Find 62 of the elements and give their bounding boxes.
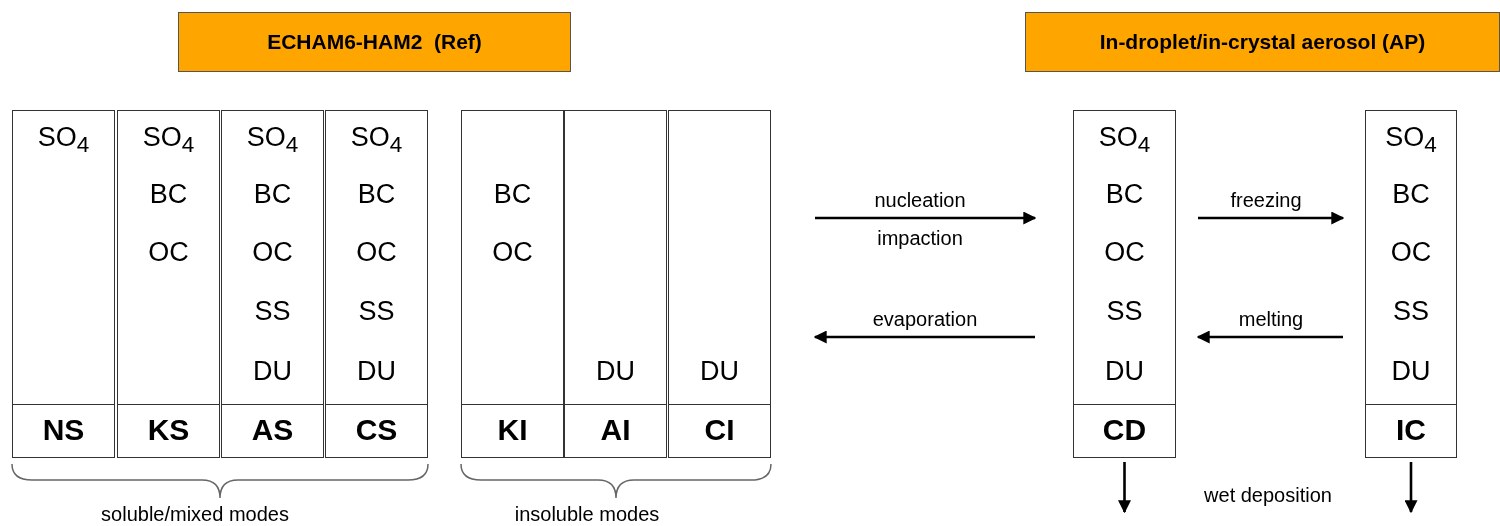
species-label: SS: [1106, 295, 1143, 327]
species-label: SO$_{4}$: [1098, 121, 1151, 160]
species-label: SO$_{4}$: [246, 121, 299, 160]
species-label: OC: [252, 236, 293, 268]
mode-column: [461, 110, 564, 458]
species-label: OC: [1390, 236, 1432, 268]
edge-label: nucleation: [874, 189, 966, 212]
species-label: OC: [356, 236, 397, 268]
species-label: BC: [253, 178, 292, 210]
group-label: soluble/mixed modes: [101, 503, 289, 526]
annotation-label: wet deposition: [1204, 484, 1332, 507]
species-label: OC: [1104, 236, 1145, 268]
species-label: BC: [1392, 178, 1430, 210]
header-box: In-droplet/in-crystal aerosol (AP): [1025, 12, 1500, 72]
species-label: DU: [596, 355, 635, 387]
process-label: impaction: [877, 227, 963, 250]
edge-label: freezing: [1230, 189, 1302, 212]
species-label: BC: [357, 178, 396, 210]
mode-column: [325, 110, 428, 458]
mode-name: CI: [704, 414, 735, 446]
species-label: SS: [254, 295, 291, 327]
arrow: [813, 330, 1035, 344]
group-label: insoluble modes: [514, 503, 660, 526]
mode-column: [564, 110, 667, 458]
species-label: DU: [700, 355, 739, 387]
mode-name: NS: [42, 414, 85, 446]
mode-name: KS: [147, 414, 190, 446]
mode-name: AS: [251, 414, 294, 446]
arrow: [1196, 330, 1343, 344]
species-label: DU: [253, 355, 292, 387]
header-box: ECHAM6-HAM2 (Ref): [178, 12, 571, 72]
edge-label: melting: [1238, 308, 1304, 331]
mode-column: [117, 110, 220, 458]
arrow: [815, 211, 1037, 225]
species-label: SO$_{4}$: [37, 121, 90, 160]
species-label: SO$_{4}$: [350, 121, 403, 160]
mode-name: CS: [355, 414, 398, 446]
mode-name: CD: [1102, 414, 1147, 446]
mode-name: IC: [1396, 414, 1426, 446]
species-label: BC: [493, 178, 532, 210]
mode-column: [668, 110, 771, 458]
mode-column: [1365, 110, 1457, 458]
mode-column: [221, 110, 324, 458]
mode-column: [12, 110, 115, 458]
species-label: OC: [148, 236, 189, 268]
arrow: [1118, 462, 1131, 514]
species-label: DU: [357, 355, 396, 387]
mode-name: AI: [600, 414, 631, 446]
species-label: BC: [1105, 178, 1144, 210]
mode-column: [1073, 110, 1176, 458]
edge-label: evaporation: [872, 308, 978, 331]
species-label: DU: [1105, 355, 1144, 387]
mode-name: KI: [497, 414, 528, 446]
species-label: OC: [492, 236, 533, 268]
species-label: SS: [358, 295, 395, 327]
species-label: SO$_{4}$: [142, 121, 195, 160]
species-label: DU: [1391, 355, 1431, 387]
species-label: BC: [149, 178, 188, 210]
species-label: SS: [1393, 295, 1429, 327]
species-label: SO$_{4}$: [1385, 121, 1437, 160]
arrow: [1198, 211, 1345, 225]
arrow: [1404, 462, 1418, 514]
